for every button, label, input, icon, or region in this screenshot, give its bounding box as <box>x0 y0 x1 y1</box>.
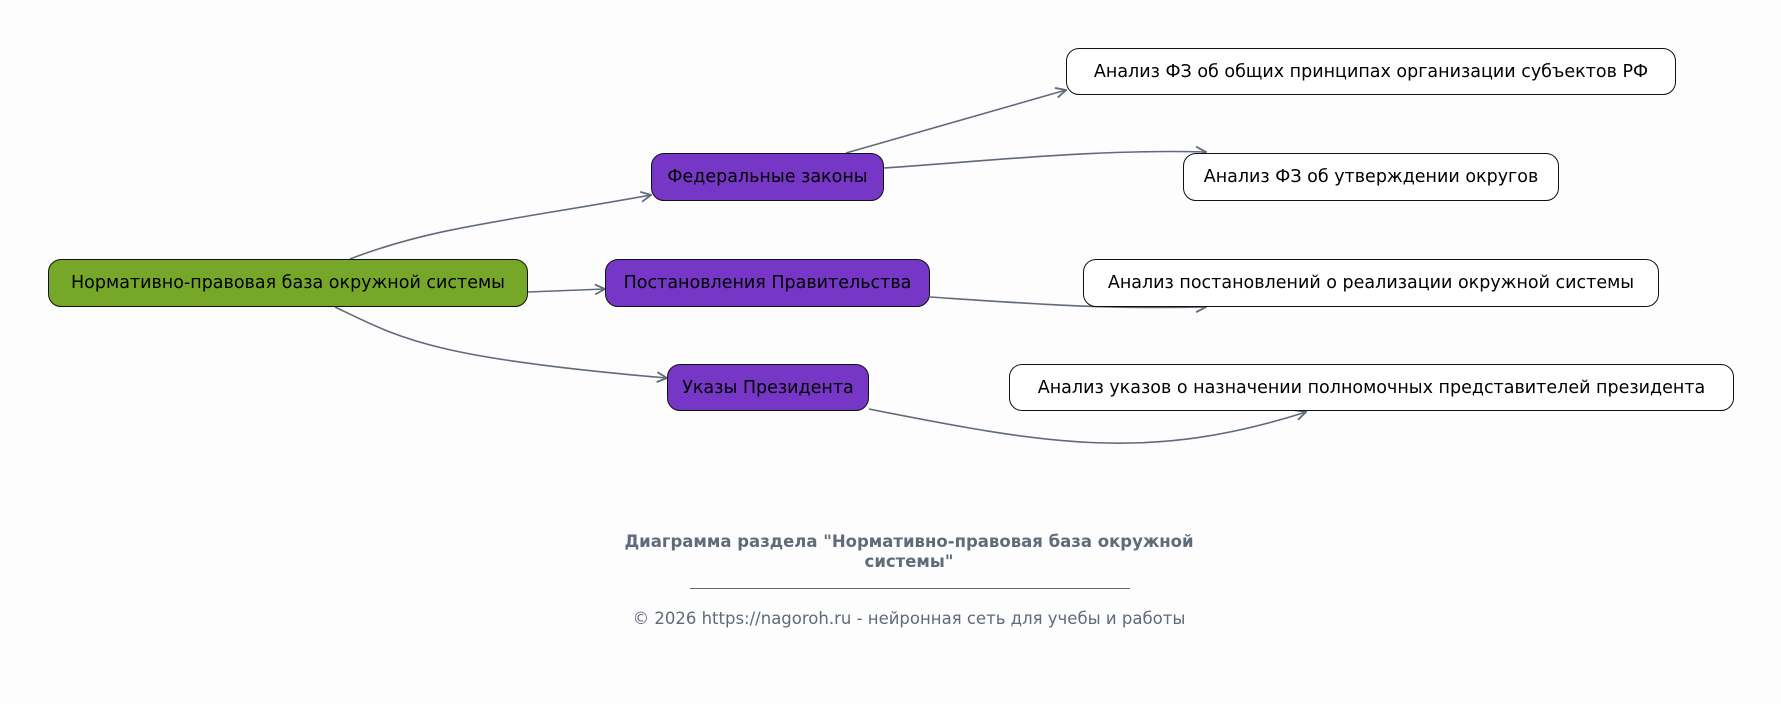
edge-federal-leaf2 <box>883 151 1206 169</box>
leaf-label: Анализ ФЗ об общих принципах организации… <box>1093 61 1649 82</box>
leaf-label: Анализ ФЗ об утверждении округов <box>1203 167 1539 187</box>
leaf-node: Анализ ФЗ об утверждении округов <box>1183 153 1559 201</box>
edge-root-federal <box>349 195 651 260</box>
leaf-node: Анализ ФЗ об общих принципах организации… <box>1066 48 1676 95</box>
root-node-label: Нормативно-правовая база окружной систем… <box>71 273 505 293</box>
edge-president-leaf4 <box>868 408 1306 444</box>
branch-node-presidential-decrees: Указы Президента <box>667 364 869 411</box>
diagram-caption-title: Диаграмма раздела "Нормативно-правовая б… <box>624 532 1194 571</box>
leaf-label: Анализ указов о назначении полномочных п… <box>1037 377 1706 398</box>
leaf-label: Анализ постановлений о реализации окружн… <box>1107 273 1635 293</box>
edge-government-leaf3 <box>929 296 1206 308</box>
caption-divider <box>690 588 1130 589</box>
branch-label: Постановления Правительства <box>623 273 912 293</box>
edge-federal-leaf1 <box>845 90 1066 154</box>
edge-root-government <box>527 289 605 292</box>
root-node: Нормативно-правовая база окружной систем… <box>48 259 528 307</box>
branch-node-government-decrees: Постановления Правительства <box>605 259 930 307</box>
branch-label: Указы Президента <box>682 377 854 398</box>
branch-label: Федеральные законы <box>667 167 868 187</box>
leaf-node: Анализ постановлений о реализации окружн… <box>1083 259 1659 307</box>
copyright-footer: © 2026 https://nagoroh.ru - нейронная се… <box>632 609 1186 628</box>
branch-node-federal-laws: Федеральные законы <box>651 153 884 201</box>
edge-root-president <box>334 306 667 378</box>
leaf-node: Анализ указов о назначении полномочных п… <box>1009 364 1734 411</box>
